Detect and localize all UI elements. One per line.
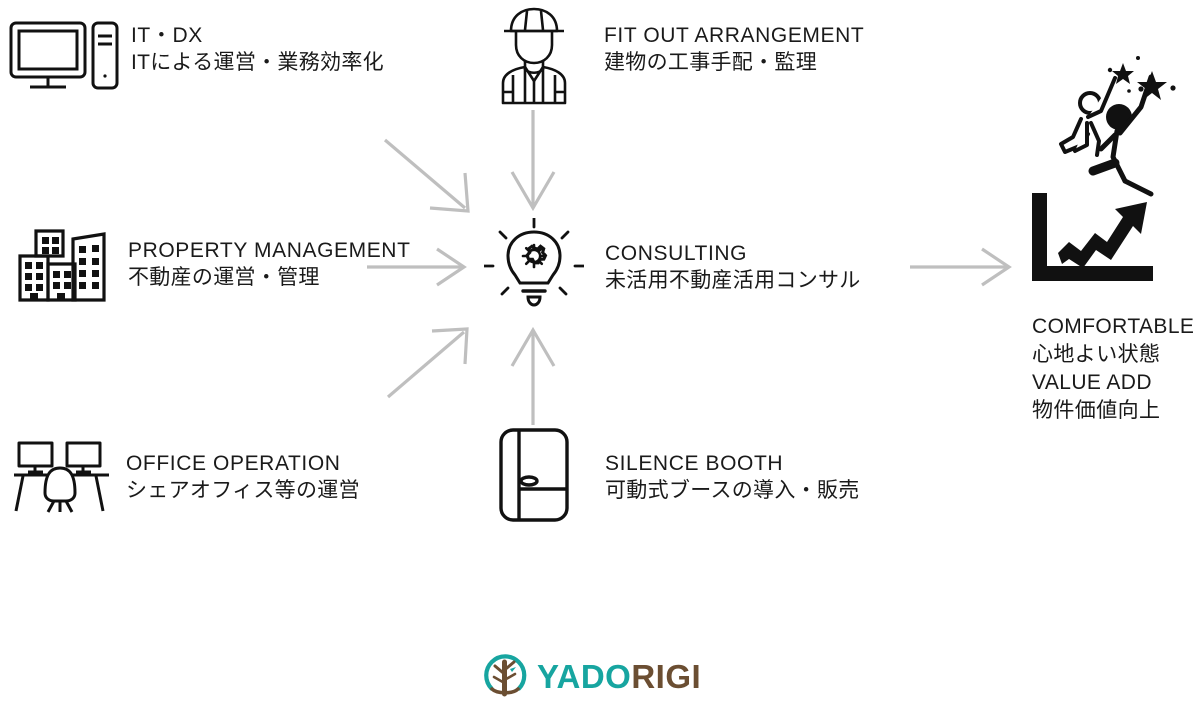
node-label-consulting: CONSULTING 未活用不動産活用コンサル [605, 240, 861, 295]
silence-booth-title-jp: 可動式ブースの導入・販売 [605, 479, 860, 503]
yadorigi-logo: YADORIGI [481, 650, 701, 703]
growth-chart-celebration-icon [1025, 45, 1185, 290]
node-label-property-management: PROPERTY MANAGEMENT 不動産の運営・管理 [128, 237, 411, 292]
node-label-office-operation: OFFICE OPERATION シェアオフィス等の運営 [126, 450, 360, 505]
node-label-silence-booth: SILENCE BOOTH 可動式ブースの導入・販売 [605, 450, 860, 505]
node-label-fit-out-arrangement: FIT OUT ARRANGEMENT 建物の工事手配・監理 [604, 22, 864, 77]
yadorigi-logo-text: YADORIGI [537, 658, 701, 696]
logo-text-secondary: RIGI [631, 657, 702, 695]
result-text-block: COMFORTABLE 心地よい状態 VALUE ADD 物件価値向上 [1032, 313, 1194, 426]
result-line-1: COMFORTABLE [1032, 315, 1195, 338]
arrow-consulting-to-result [910, 247, 1012, 287]
result-line-2: 心地よい状態 [1032, 343, 1161, 367]
arrow-fit-out-to-consulting [510, 110, 556, 212]
construction-worker-icon [491, 5, 577, 108]
result-line-4: 物件価値向上 [1032, 399, 1161, 423]
lightbulb-gear-icon [482, 216, 586, 318]
office-desk-chair-icon [12, 440, 112, 514]
fit-out-title-en: FIT OUT ARRANGEMENT [604, 24, 865, 47]
it-dx-title-jp: ITによる運営・業務効率化 [131, 51, 384, 75]
fit-out-title-jp: 建物の工事手配・監理 [604, 51, 817, 75]
arrow-it-dx-to-consulting [383, 138, 470, 213]
tree-in-circle-emblem-icon [481, 650, 529, 703]
consulting-title-jp: 未活用不動産活用コンサル [605, 269, 861, 293]
desktop-computer-icon [8, 20, 120, 96]
consulting-title-en: CONSULTING [605, 242, 748, 265]
phone-booth-icon [497, 427, 571, 523]
buildings-icon [16, 226, 108, 304]
silence-booth-title-en: SILENCE BOOTH [605, 452, 784, 475]
arrow-office-to-consulting [386, 327, 469, 399]
property-management-title-jp: 不動産の運営・管理 [128, 266, 320, 290]
office-operation-title-jp: シェアオフィス等の運営 [126, 479, 360, 503]
office-operation-title-en: OFFICE OPERATION [126, 452, 341, 475]
logo-text-primary: YADO [537, 657, 632, 695]
result-line-3: VALUE ADD [1032, 371, 1152, 395]
it-dx-title-en: IT・DX [131, 24, 203, 47]
property-management-title-en: PROPERTY MANAGEMENT [128, 239, 411, 262]
node-label-it-dx: IT・DX ITによる運営・業務効率化 [131, 22, 384, 77]
arrow-booth-to-consulting [510, 326, 556, 425]
